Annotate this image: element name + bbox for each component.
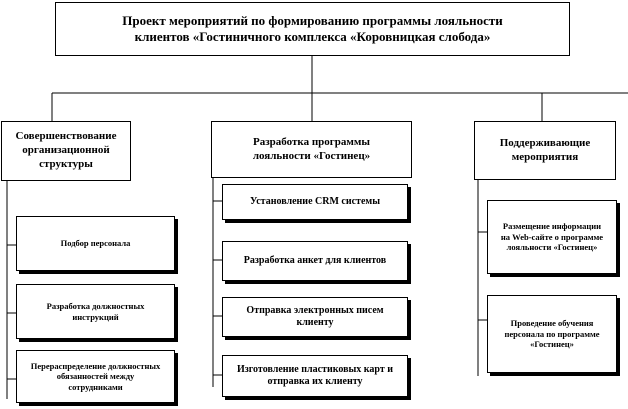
item-job-descriptions: Разработка должностных инструкций [16,284,175,339]
branch-loyalty-program: Разработка программы лояльности «Гостине… [211,121,412,178]
item-staff-training: Проведение обучения персонала по програм… [487,295,617,373]
item-website-info: Размещение информации на Web-сайте о про… [487,200,617,274]
item-client-surveys: Разработка анкет для клиентов [222,241,408,281]
item-staff-selection: Подбор персонала [16,216,175,271]
project-title-line-1: Проект мероприятий по формированию прогр… [122,13,503,29]
branch-supporting-activities: Поддерживающие мероприятия [474,121,616,180]
branch-org-structure: Совершенствование организационной структ… [1,121,131,181]
item-plastic-cards: Изготовление пластиковых карт и отправка… [222,355,408,397]
item-email-sending: Отправка электронных писем клиенту [222,297,408,337]
item-duties-redistribution: Перераспределение должностных обязанност… [16,350,175,403]
item-crm-system: Установление CRM системы [222,184,408,220]
project-title-box: Проект мероприятий по формированию прогр… [55,2,570,56]
project-title-line-2: клиентов «Гостиничного комплекса «Коровн… [134,29,491,44]
